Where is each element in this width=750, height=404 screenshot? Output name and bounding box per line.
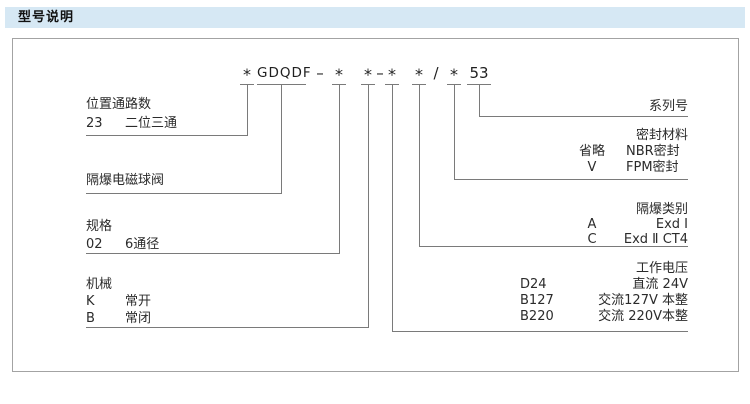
- code-pos3-star: *: [332, 63, 346, 84]
- code-pos6-star: *: [412, 63, 426, 84]
- section-title: 型号说明: [18, 10, 75, 25]
- group-series-no: 系列号: [649, 99, 688, 115]
- option-row: B220 交流 220V本整: [520, 309, 688, 325]
- option-code: V: [587, 160, 597, 175]
- group-title: 隔爆类别: [635, 202, 688, 217]
- option-desc: 交流 220V本整: [598, 309, 688, 324]
- asterisk-glyph: *: [243, 65, 251, 84]
- option-code: 02: [86, 237, 103, 252]
- option-code: B220: [520, 309, 554, 324]
- option-desc: Exd Ⅰ: [655, 217, 688, 232]
- group-seal-material: 密封材料 省略 NBR密封 V FPM密封: [574, 128, 688, 176]
- option-code: K: [86, 294, 95, 309]
- code-series-name: GDQDF: [257, 65, 312, 81]
- group-title: 工作电压: [635, 261, 688, 276]
- option-code: 省略: [578, 144, 605, 159]
- asterisk-glyph: *: [388, 65, 396, 84]
- code-pos1-star: *: [240, 63, 254, 84]
- code-dash-1: –: [316, 64, 324, 82]
- group-title: 隔爆电磁球阀: [86, 173, 165, 188]
- asterisk-glyph: *: [364, 65, 372, 84]
- code-pos5-star: *: [385, 63, 399, 84]
- section-header-bar: 型号说明: [5, 7, 745, 28]
- option-desc: 直流 24V: [632, 277, 688, 292]
- group-valve-name: 隔爆电磁球阀: [86, 172, 164, 190]
- option-row: K 常开: [86, 293, 151, 310]
- option-row: 省略 NBR密封: [574, 144, 688, 160]
- group-positions: 位置通路数 23 二位三通: [86, 95, 177, 133]
- option-desc: 6通径: [125, 237, 160, 252]
- group-spec: 规格 02 6通径: [86, 218, 159, 254]
- group-mechanical: 机械 K 常开 B 常闭: [86, 276, 151, 327]
- option-code: B127: [520, 293, 554, 308]
- option-row: V FPM密封: [574, 160, 688, 176]
- option-code: C: [587, 232, 597, 247]
- code-pos7-star: *: [447, 63, 461, 84]
- group-title: 规格: [86, 219, 113, 234]
- option-row: C Exd Ⅱ CT4: [582, 232, 688, 247]
- option-row: B127 交流127V 本整: [520, 293, 688, 309]
- option-row: 02 6通径: [86, 236, 159, 254]
- option-desc: 二位三通: [125, 116, 178, 131]
- option-code: 23: [86, 116, 103, 131]
- asterisk-glyph: *: [450, 65, 458, 84]
- asterisk-glyph: *: [335, 65, 343, 84]
- group-title: 密封材料: [635, 128, 688, 143]
- group-title: 系列号: [648, 99, 688, 114]
- option-desc: NBR密封: [626, 144, 680, 159]
- asterisk-glyph: *: [415, 65, 423, 84]
- option-desc: Exd Ⅱ CT4: [623, 232, 688, 247]
- option-desc: 常闭: [125, 311, 152, 326]
- option-code: A: [587, 217, 597, 232]
- option-code: D24: [520, 277, 547, 292]
- code-slash: /: [433, 64, 439, 82]
- group-voltage: 工作电压 D24 直流 24V B127 交流127V 本整 B220 交流 2…: [520, 261, 688, 325]
- option-row: B 常闭: [86, 310, 151, 327]
- option-desc: 常开: [125, 294, 152, 309]
- option-desc: FPM密封: [626, 160, 679, 175]
- group-title: 位置通路数: [86, 97, 152, 112]
- group-exd-class: 隔爆类别 A Exd Ⅰ C Exd Ⅱ CT4: [582, 202, 688, 247]
- code-dash-2: –: [376, 64, 384, 82]
- code-series-number: 53: [469, 64, 489, 82]
- option-desc: 交流127V 本整: [598, 293, 688, 308]
- option-code: B: [86, 311, 95, 326]
- option-row: A Exd Ⅰ: [582, 217, 688, 232]
- code-pos4-star: *: [361, 63, 375, 84]
- option-row: 23 二位三通: [86, 114, 177, 133]
- option-row: D24 直流 24V: [520, 277, 688, 293]
- group-title: 机械: [86, 277, 113, 292]
